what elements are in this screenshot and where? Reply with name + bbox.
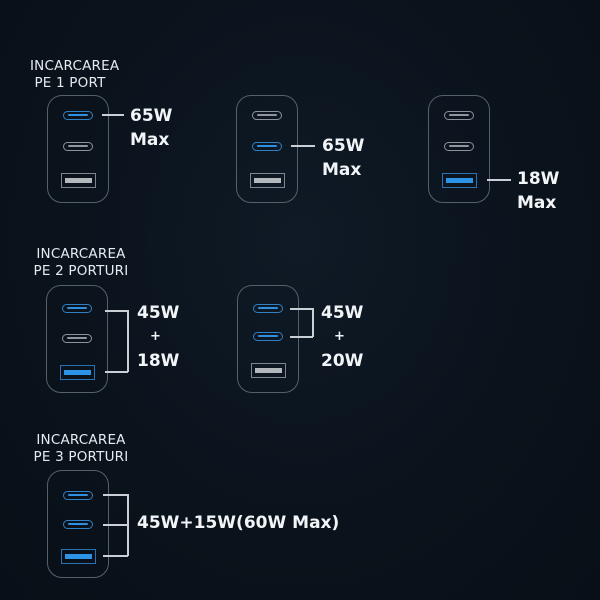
bracket-bottom	[290, 336, 313, 338]
charger-2-ports-1	[46, 285, 108, 393]
usb-c-port-2-icon	[252, 142, 282, 151]
section-1-title-line2: PE 1 PORT	[34, 75, 106, 91]
watt-label-bottom: 20W	[321, 351, 364, 371]
usb-a-port-icon	[60, 365, 95, 380]
charger-1-port-3	[428, 95, 490, 203]
usb-c-port-1-icon	[63, 111, 93, 120]
watt-label: 45W+15W(60W Max)	[137, 513, 340, 533]
section-3-title: INCARCAREA PE 3 PORTURI	[27, 432, 135, 466]
connector-line	[102, 114, 124, 116]
section-2-title: INCARCAREA PE 2 PORTURI	[27, 246, 135, 280]
bracket-bottom	[105, 371, 128, 373]
bracket-vertical	[312, 308, 314, 337]
watt-label: 18W Max	[517, 169, 560, 213]
section-2-title-line2: PE 2 PORTURI	[33, 263, 129, 279]
charger-2-ports-2	[237, 285, 299, 393]
usb-a-port-icon	[61, 173, 96, 188]
usb-a-port-icon	[61, 549, 96, 564]
watt-label: 65W Max	[130, 106, 173, 150]
section-1-title-line1: INCARCAREA	[30, 58, 120, 74]
usb-a-port-icon	[442, 173, 477, 188]
bracket-vertical	[127, 494, 129, 556]
bracket-middle	[103, 524, 128, 526]
usb-c-port-2-icon	[63, 520, 93, 529]
usb-c-port-2-icon	[253, 332, 283, 341]
usb-a-port-icon	[251, 363, 286, 378]
usb-c-port-2-icon	[63, 142, 93, 151]
usb-c-port-1-icon	[62, 304, 92, 313]
plus-sign: +	[150, 329, 161, 344]
usb-c-port-1-icon	[252, 111, 282, 120]
usb-c-port-1-icon	[444, 111, 474, 120]
watt-label: 65W Max	[322, 136, 365, 180]
section-1-title: INCARCAREA PE 1 PORT	[30, 58, 120, 92]
usb-c-port-2-icon	[444, 142, 474, 151]
charger-1-port-1	[47, 95, 109, 203]
charger-3-ports	[47, 470, 109, 578]
charger-1-port-2	[236, 95, 298, 203]
bracket-top	[103, 494, 128, 496]
bracket-top	[290, 308, 313, 310]
connector-line	[291, 145, 315, 147]
usb-c-port-1-icon	[253, 304, 283, 313]
watt-label-top: 45W	[137, 303, 180, 323]
watt-label-bottom: 18W	[137, 351, 180, 371]
plus-sign: +	[334, 329, 345, 344]
usb-c-port-2-icon	[62, 334, 92, 343]
bracket-bottom	[103, 555, 128, 557]
watt-label-top: 45W	[321, 303, 364, 323]
connector-line	[487, 179, 511, 181]
bracket-top	[105, 310, 128, 312]
bracket-vertical	[127, 310, 129, 372]
usb-a-port-icon	[250, 173, 285, 188]
section-3-title-line2: PE 3 PORTURI	[33, 449, 129, 465]
usb-c-port-1-icon	[63, 491, 93, 500]
section-3-title-line1: INCARCAREA	[36, 432, 126, 448]
section-2-title-line1: INCARCAREA	[36, 246, 126, 262]
